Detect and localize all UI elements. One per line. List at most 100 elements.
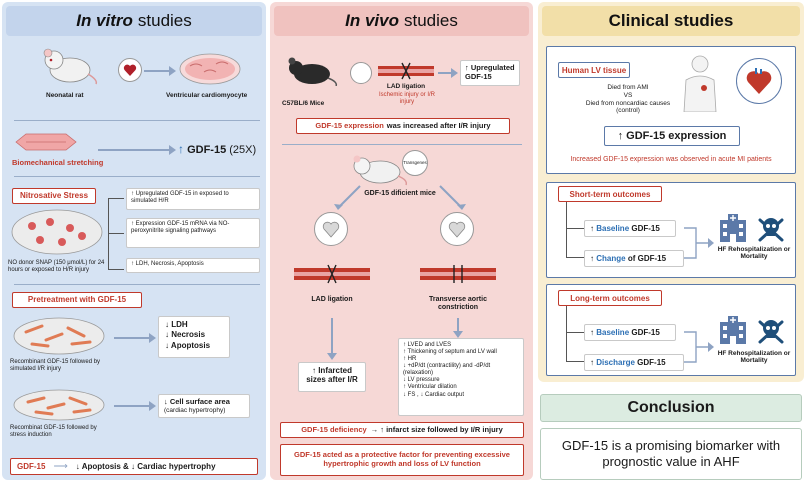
rat-illustration [43, 48, 98, 85]
short-merge-arrow [684, 227, 714, 259]
short-term-title: Short-term outcomes [558, 186, 662, 202]
conclusion-header: Conclusion [540, 394, 802, 422]
recomb-cells-icon-2 [13, 389, 105, 421]
invitro-sep-3 [14, 284, 260, 285]
long-discharge-up: ↑ [590, 358, 594, 367]
short-baseline-box: ↑ Baseline GDF-15 [584, 220, 676, 237]
ischemic-label: Ischemic injury or I/R injury [378, 92, 435, 105]
invitro-title-rest: studies [137, 11, 192, 31]
tac-item-1: ↑ LVED and LVES [403, 342, 452, 348]
invitro-header: In vitro studies [6, 6, 262, 36]
result-ldh: ↓ LDH [165, 320, 188, 329]
human-figure-icon [683, 55, 717, 112]
short-baseline-gdf: GDF-15 [631, 224, 660, 233]
footer-gdf: GDF-15 [17, 461, 46, 471]
vessel-icon-1 [378, 62, 434, 80]
heart-circle-left [314, 212, 348, 246]
mice-label: C57BL/6 Mice [282, 100, 325, 107]
transgene-circle: Transgenes [402, 150, 428, 176]
nitro-title-box: Nitrosative Stress [12, 188, 96, 204]
tac-item-3: ↑ HR [403, 356, 417, 363]
nitro-item-3-text: ↑ LDH, Necrosis, Apoptosis [131, 261, 204, 267]
invitro-title-em: In vitro [76, 11, 133, 31]
short-change-of: of [627, 254, 636, 263]
nitro-title: Nitrosative Stress [19, 191, 89, 201]
stressed-cells-icon [11, 209, 103, 255]
conclusion-title: Conclusion [627, 398, 715, 416]
long-discharge-gdf: GDF-15 [637, 358, 666, 367]
nitro-item-1-text: ↑ Upregulated GDF-15 in exposed to simul… [131, 191, 229, 204]
heart-icon-right [448, 221, 466, 238]
neonatal-rat-label: Neonatal rat [46, 92, 84, 99]
invitro-panel: In vitro studies Neonatal rat Ventricula… [2, 2, 266, 480]
biomarker-text: GDF-15 is a promising biomarker with pro… [561, 437, 781, 469]
long-tree [566, 306, 584, 362]
human-lv-label: Human LV tissue [561, 66, 627, 75]
stretch-arrow [98, 145, 176, 155]
recomb-cells-icon-1 [13, 317, 105, 355]
vessel-icon-left [294, 264, 370, 284]
short-tree-mid [566, 228, 584, 229]
short-tree [566, 202, 584, 258]
pretreat-arrow-2 [114, 401, 156, 411]
infarct-text: ↑ Infarcted sizes after I/R [306, 366, 358, 385]
conclusion-body: GDF-15 is a promising biomarker with pro… [540, 428, 802, 480]
vs-label: VS [623, 92, 633, 99]
nitro-bracket-mid [108, 233, 124, 234]
invivo-panel: In vivo studies C57BL/6 Mice LAD ligatio… [270, 2, 533, 480]
protective-box: GDF-15 acted as a protective factor for … [280, 444, 524, 476]
invitro-footer-box: GDF-15 ⟶ ↓ Apoptosis & ↓ Cardiac hypertr… [10, 458, 258, 475]
long-discharge-box: ↑ Discharge GDF-15 [584, 354, 684, 371]
deficiency-box: GDF-15 deficiency → ↑ infarct size follo… [280, 422, 524, 438]
nitro-item-2-text: ↑ Expression GDF-15 mRNA via NO-peroxyni… [131, 221, 230, 234]
tac-item-5: ↓ LV pressure [403, 377, 440, 384]
branch-arrows [334, 185, 466, 210]
transgene-label: Transgenes [403, 160, 427, 166]
result-apoptosis: ↓ Apoptosis [165, 340, 211, 350]
upreg-text: ↑ Upregulated GDF-15 [465, 63, 515, 81]
invivo-title-em: In vivo [345, 11, 399, 31]
invitro-sep-2 [14, 176, 260, 177]
tac-item-7: ↓ FS , ↓ Cardiac output [403, 391, 465, 398]
heart-circle-right [440, 212, 474, 246]
short-change-up: ↑ [590, 254, 594, 263]
nitro-item-2: ↑ Expression GDF-15 mRNA via NO-peroxyni… [126, 218, 260, 248]
invivo-header: In vivo studies [274, 6, 529, 36]
nitro-item-1: ↑ Upregulated GDF-15 in exposed to simul… [126, 188, 260, 210]
clinical-title: Clinical studies [608, 11, 734, 31]
lad-label: LAD ligation [386, 83, 426, 90]
rat-to-cell-arrow [144, 66, 176, 76]
stretch-cell-icon [15, 133, 77, 151]
ventricular-label: Ventricular cardiomyocyte [166, 92, 248, 99]
result-necrosis: ↓ Necrosis [165, 330, 206, 340]
rat-heart-circle [118, 58, 142, 82]
short-change-gdf: GDF-15 [637, 254, 667, 263]
short-baseline-kw: Baseline [596, 224, 630, 233]
long-baseline-gdf: GDF-15 [631, 328, 660, 337]
short-baseline-up: ↑ [590, 224, 594, 233]
short-change-box: ↑ Change of GDF-15 [584, 250, 684, 267]
recomb1-label: Recombinant GDF-15 followed by simulated… [10, 359, 101, 372]
human-lv-box: Human LV tissue [558, 62, 630, 78]
pretreat-title: Pretreatment with GDF-15 [27, 295, 127, 305]
invivo-title-rest: studies [403, 11, 458, 31]
gdf-label: GDF-15 [187, 144, 227, 156]
def-red: GDF-15 deficiency [301, 424, 367, 434]
snap-label: NO donor SNAP (150 μmol/L) for 24 hours … [8, 260, 105, 273]
lv-heart-circle [736, 58, 782, 104]
footer-arrow-icon: ⟶ [53, 460, 68, 472]
protective-text: GDF-15 acted as a protective factor for … [294, 450, 510, 468]
deficient-label: GDF-15 dificient mice [364, 190, 436, 197]
tac-item-4: ↓ +dP/dt (contractility) and -dP/dt (rel… [403, 363, 491, 377]
tac-label: Transverse aortic constriction [429, 296, 487, 312]
short-term-label: Short-term outcomes [569, 190, 651, 199]
clinical-header: Clinical studies [542, 6, 800, 36]
expr-box-clinical: ↑ GDF-15 expression [604, 126, 740, 146]
mouse-icon [288, 57, 338, 86]
invitro-sep-1 [14, 120, 260, 121]
tac-arrow [453, 318, 463, 338]
hf2-label: HF Rehospitalization or Mortality [717, 350, 791, 365]
gdf-fold-result: ↑ GDF-15 (25X) [178, 142, 256, 157]
ami-label: Died from AMI [607, 84, 649, 91]
lad2-label: LAD ligation [311, 296, 353, 303]
